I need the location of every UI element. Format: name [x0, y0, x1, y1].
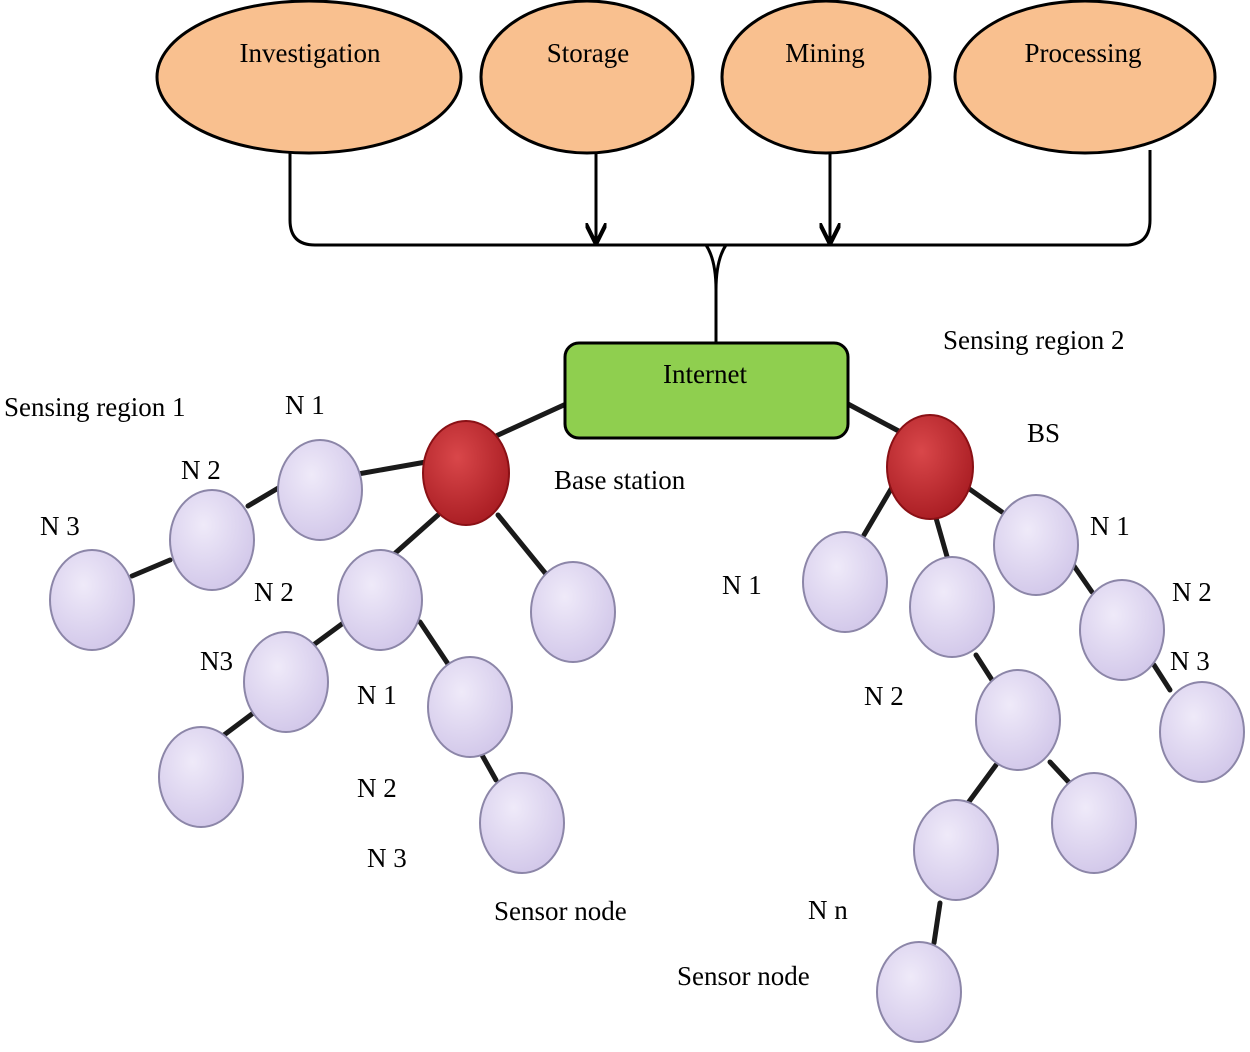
process-labels: Investigation Storage Mining Processing … — [240, 38, 1142, 389]
sensor-node — [169, 489, 255, 591]
top-connector-lines — [288, 150, 1152, 343]
node-label: N 2 — [254, 577, 294, 607]
node-label: N 1 — [1090, 511, 1130, 541]
node-label: N n — [808, 895, 848, 925]
sensor-node — [277, 439, 363, 541]
node-label: N 1 — [357, 680, 397, 710]
sensing-region-1-title: Sensing region 1 — [4, 392, 186, 422]
base-station-node-region2 — [886, 414, 974, 520]
sensor-node — [802, 531, 888, 633]
sensor-node — [876, 941, 962, 1043]
process-label-investigation: Investigation — [240, 38, 381, 68]
node-label: N 2 — [357, 773, 397, 803]
node-label: N 2 — [181, 455, 221, 485]
sensor-node — [1051, 772, 1137, 874]
node-label: N 1 — [285, 390, 325, 420]
base-station-label: BS — [1027, 418, 1061, 448]
sensing-region-2-title: Sensing region 2 — [943, 325, 1125, 355]
sensor-node — [909, 556, 995, 658]
sensor-node — [337, 549, 423, 651]
sensor-node — [479, 772, 565, 874]
process-label-mining: Mining — [785, 38, 865, 68]
node-label: N3 — [200, 646, 233, 676]
node-label: N 3 — [40, 511, 80, 541]
process-oval-processing — [953, 0, 1217, 155]
sensor-nodes-region2 — [802, 494, 1245, 1043]
sensor-node — [1159, 681, 1245, 783]
process-label-storage: Storage — [547, 38, 629, 68]
node-label: N 2 — [1172, 577, 1212, 607]
sensor-node-label: Sensor node — [494, 896, 627, 926]
process-ovals — [155, 0, 1217, 155]
sensor-nodes-region1 — [49, 439, 616, 874]
node-label: N 2 — [864, 681, 904, 711]
sensor-node — [49, 549, 135, 651]
base-station-label: Base station — [554, 465, 686, 495]
process-oval-mining — [720, 0, 932, 155]
process-label-processing: Processing — [1025, 38, 1142, 68]
node-label: N 1 — [722, 570, 762, 600]
sensor-node — [1079, 579, 1165, 681]
sensor-node — [243, 631, 329, 733]
sensor-node — [530, 561, 616, 663]
process-oval-storage — [479, 0, 695, 155]
sensor-node — [913, 799, 999, 901]
sensor-node — [158, 726, 244, 828]
node-label: N 3 — [1170, 646, 1210, 676]
sensor-node — [427, 656, 513, 758]
region-connector-lines — [129, 401, 1173, 946]
base-stations — [422, 414, 974, 526]
base-station-node-region1 — [422, 420, 510, 526]
sensor-node — [975, 669, 1061, 771]
process-oval-investigation — [155, 0, 463, 155]
internet-box — [563, 341, 850, 440]
sensor-node-label: Sensor node — [677, 961, 810, 991]
internet-label: Internet — [663, 359, 747, 389]
sensor-node — [993, 494, 1079, 596]
node-label: N 3 — [367, 843, 407, 873]
